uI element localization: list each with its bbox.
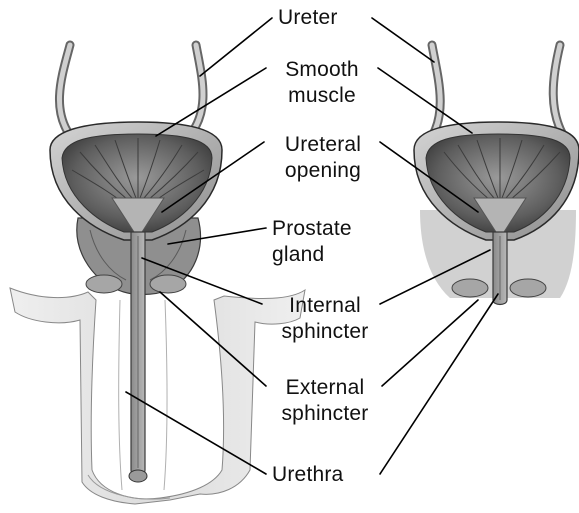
label-smooth-muscle-line1: Smooth <box>272 57 372 83</box>
leader-smooth-muscle-left <box>156 68 266 136</box>
label-prostate-gland-line2: gland <box>272 242 352 268</box>
leader-external-sphincter-right <box>382 300 478 386</box>
male-anatomy-illustration <box>10 45 305 504</box>
label-smooth-muscle: Smooth muscle <box>272 57 372 109</box>
label-ureteral-opening: Ureteral opening <box>268 132 378 184</box>
label-external-sphincter-line2: sphincter <box>266 401 384 427</box>
label-ureteral-opening-line2: opening <box>268 158 378 184</box>
label-urethra: Urethra <box>272 462 343 488</box>
label-smooth-muscle-line2: muscle <box>272 83 372 109</box>
label-ureter-text: Ureter <box>278 6 338 29</box>
label-prostate-gland-line1: Prostate <box>272 216 352 242</box>
label-external-sphincter: External sphincter <box>266 375 384 427</box>
leader-ureter-right <box>372 18 434 62</box>
leader-smooth-muscle-right <box>378 68 472 133</box>
label-internal-sphincter-line2: sphincter <box>266 319 384 345</box>
leader-ureter-left <box>200 18 272 76</box>
leader-urethra-right <box>380 294 498 474</box>
label-internal-sphincter-line1: Internal <box>266 293 384 319</box>
label-internal-sphincter: Internal sphincter <box>266 293 384 345</box>
label-external-sphincter-line1: External <box>266 375 384 401</box>
label-ureteral-opening-line1: Ureteral <box>268 132 378 158</box>
female-anatomy-illustration <box>414 45 579 305</box>
label-prostate-gland: Prostate gland <box>272 216 352 268</box>
label-urethra-text: Urethra <box>272 463 343 486</box>
label-ureter: Ureter <box>278 5 338 31</box>
